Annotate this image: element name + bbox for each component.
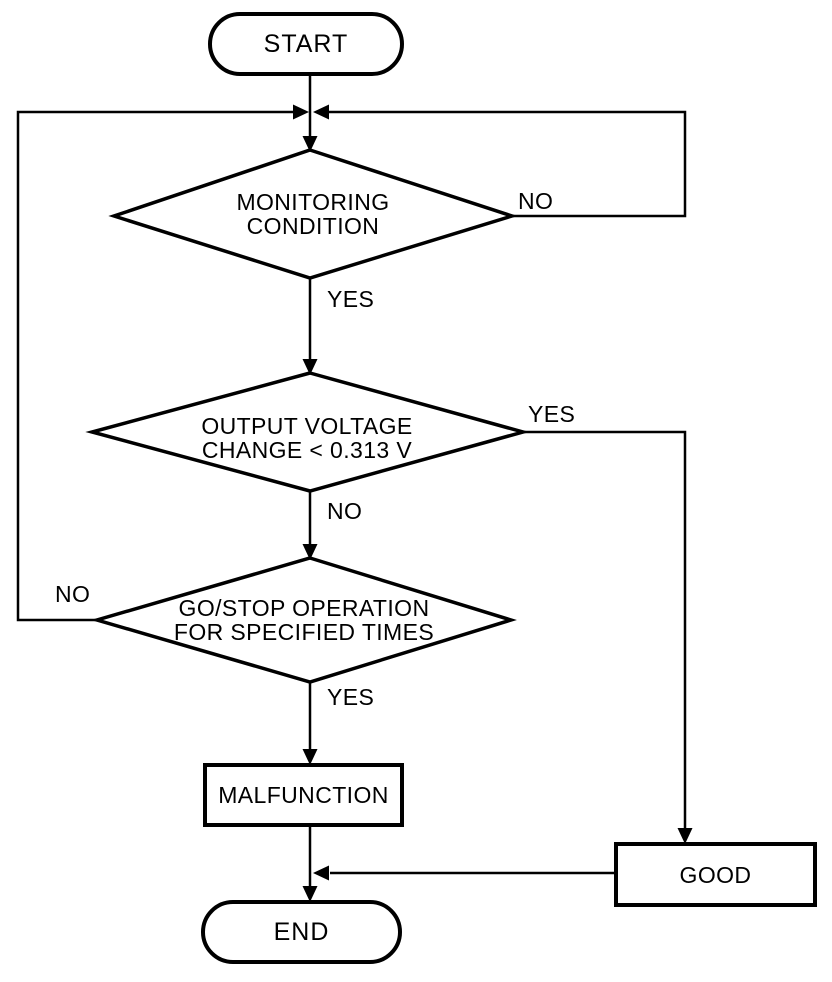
arrowhead-into-voltage [302, 359, 318, 375]
gostop-label-line1: GO/STOP OPERATION [178, 595, 430, 621]
good-process-shape [614, 842, 817, 907]
malfunction-label: MALFUNCTION [218, 782, 389, 808]
monitoring-label-line2: CONDITION [246, 213, 380, 239]
gostop-label-line2: FOR SPECIFIED TIMES [173, 619, 435, 645]
end-terminator-shape [201, 900, 402, 964]
edge-gostop-no-loop [16, 110, 294, 622]
arrowhead-into-malfunction [302, 749, 318, 765]
good-label: GOOD [679, 861, 752, 888]
start-terminator-shape [208, 12, 404, 76]
label-voltage-yes: YES [528, 401, 576, 427]
voltage-label-line2: CHANGE < 0.313 V [201, 437, 413, 463]
label-voltage-no: NO [327, 498, 363, 524]
monitoring-decision-shape [108, 148, 518, 280]
gostop-label: GO/STOP OPERATION FOR SPECIFIED TIMES [104, 586, 504, 654]
label-monitoring-no: NO [518, 188, 554, 214]
end-label: END [273, 917, 330, 946]
arrowhead-into-gostop [302, 544, 318, 560]
edge-monitoring-no-loop [328, 110, 687, 218]
voltage-label: OUTPUT VOLTAGE CHANGE < 0.313 V [107, 404, 507, 472]
malfunction-process-shape [203, 763, 404, 827]
start-label: START [263, 29, 349, 58]
label-gostop-no: NO [55, 581, 91, 607]
label-monitoring-yes: YES [327, 286, 375, 312]
arrowhead-good-into-line [313, 865, 329, 881]
arrowhead-junction-from-right [313, 104, 329, 120]
voltage-label-line1: OUTPUT VOLTAGE [201, 413, 413, 439]
monitoring-label-line1: MONITORING [236, 189, 390, 215]
label-gostop-yes: YES [327, 684, 375, 710]
arrowhead-junction-from-left [293, 104, 309, 120]
edge-voltage-yes [523, 430, 687, 831]
monitoring-label: MONITORING CONDITION [113, 180, 513, 248]
arrowhead-into-monitoring [302, 136, 318, 152]
voltage-decision-shape [85, 371, 530, 493]
gostop-decision-shape [90, 556, 517, 684]
arrowhead-into-good [677, 828, 693, 844]
arrowhead-into-end [302, 886, 318, 902]
